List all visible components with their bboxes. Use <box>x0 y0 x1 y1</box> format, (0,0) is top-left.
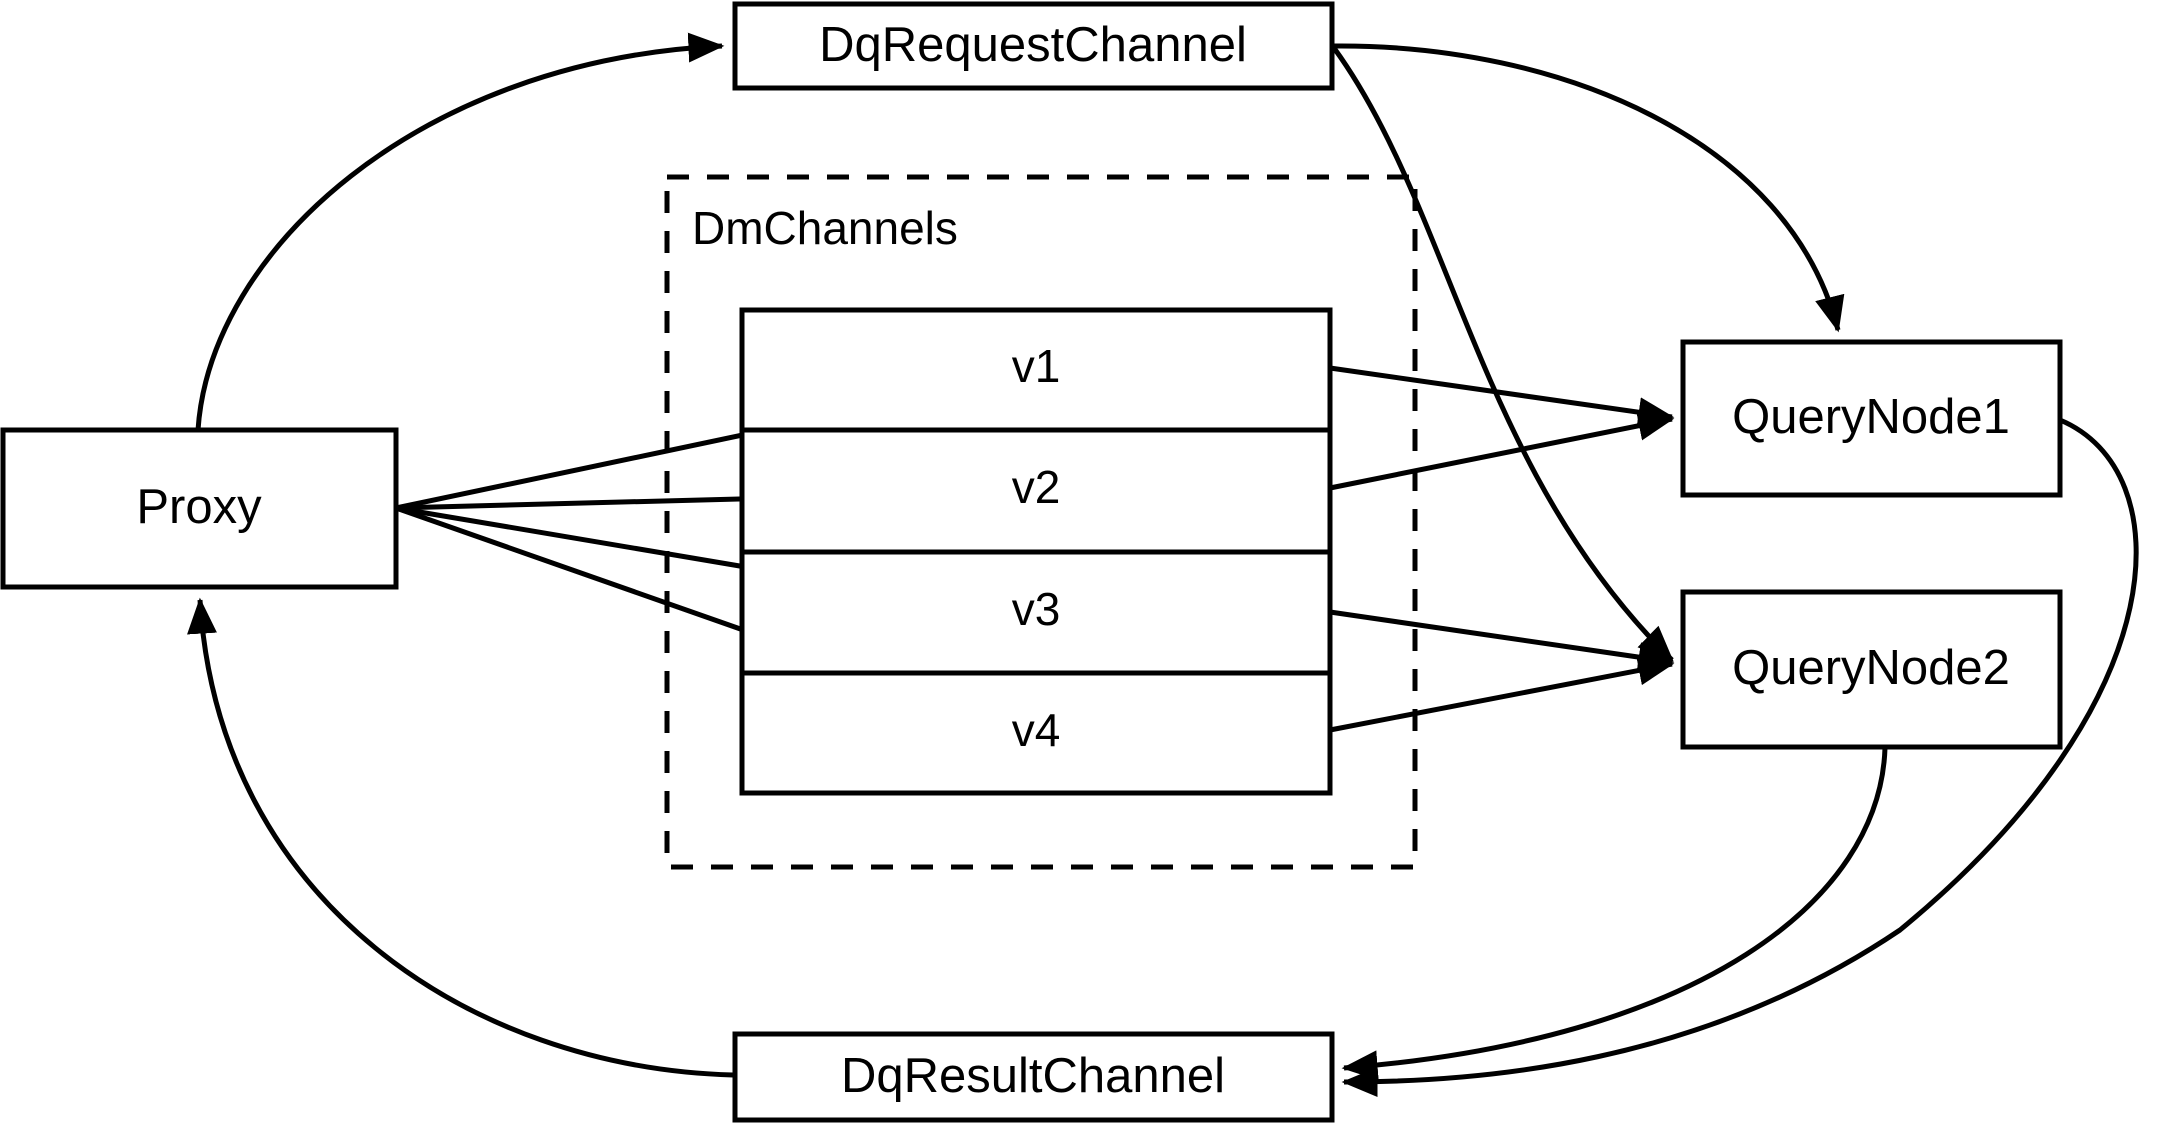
node-proxy[interactable]: Proxy <box>0 427 399 590</box>
dq-result-channel-label: DqResultChannel <box>841 1049 1225 1103</box>
query-node-2-box <box>1680 589 2063 750</box>
node-dq-request-channel[interactable]: DqRequestChannel <box>732 1 1335 91</box>
edge-query-node-2-to-dq-result-channel <box>1341 747 1888 1081</box>
edge-v1-to-query-node-1 <box>1329 365 1675 428</box>
node-dq-result-channel[interactable]: DqResultChannel <box>732 1031 1335 1123</box>
table-row[interactable]: v3 <box>1012 583 1061 635</box>
dm-channels-label: DmChannels <box>692 202 958 254</box>
edge-v2-to-query-node-1 <box>1329 410 1675 491</box>
query-node-1-label: QueryNode1 <box>1732 390 2010 444</box>
edge-v3-to-query-node-2 <box>1329 609 1675 672</box>
row-label-v2: v2 <box>1012 461 1061 513</box>
dq-request-channel-box <box>732 1 1335 91</box>
row-label-v4: v4 <box>1012 704 1061 756</box>
edge-dq-request-channel-to-query-node-1 <box>1333 43 1845 333</box>
dq-request-channel-label: DqRequestChannel <box>819 18 1247 72</box>
edge-v4-to-query-node-2 <box>1329 655 1675 733</box>
proxy-box <box>0 427 399 590</box>
table-row[interactable]: v1 <box>1012 340 1061 392</box>
query-node-2-label: QueryNode2 <box>1732 641 2010 695</box>
node-query-node-1[interactable]: QueryNode1 <box>1680 339 2063 498</box>
table-row[interactable]: v2 <box>1012 461 1061 513</box>
row-label-v3: v3 <box>1012 583 1061 635</box>
row-label-v1: v1 <box>1012 340 1061 392</box>
edge-dq-result-channel-to-proxy <box>187 597 734 1078</box>
dm-channels-group <box>664 174 1418 870</box>
edge-proxy-to-dq-request-channel <box>195 32 725 431</box>
query-node-1-box <box>1680 339 2063 498</box>
table-row[interactable]: v4 <box>1012 704 1061 756</box>
proxy-label: Proxy <box>136 480 262 534</box>
node-query-node-2[interactable]: QueryNode2 <box>1680 589 2063 750</box>
edge-dq-request-channel-to-query-node-2 <box>1331 46 1674 662</box>
edge-query-node-1-to-dq-result-channel <box>1341 417 2139 1097</box>
dq-result-channel-box <box>732 1031 1335 1123</box>
